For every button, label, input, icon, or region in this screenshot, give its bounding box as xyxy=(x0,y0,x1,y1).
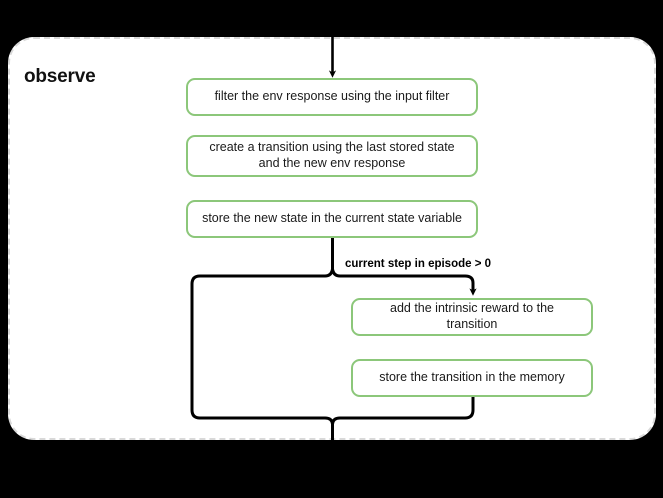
edge-label-condition: current step in episode > 0 xyxy=(345,258,492,270)
node-store-transition-memory[interactable]: store the transition in the memory xyxy=(351,359,593,397)
node-store-new-state[interactable]: store the new state in the current state… xyxy=(186,200,478,238)
node-filter-env-response[interactable]: filter the env response using the input … xyxy=(186,78,478,116)
node-add-intrinsic-reward[interactable]: add the intrinsic reward to the transiti… xyxy=(351,298,593,336)
page-title: observe xyxy=(24,66,96,87)
node-create-transition[interactable]: create a transition using the last store… xyxy=(186,135,478,177)
